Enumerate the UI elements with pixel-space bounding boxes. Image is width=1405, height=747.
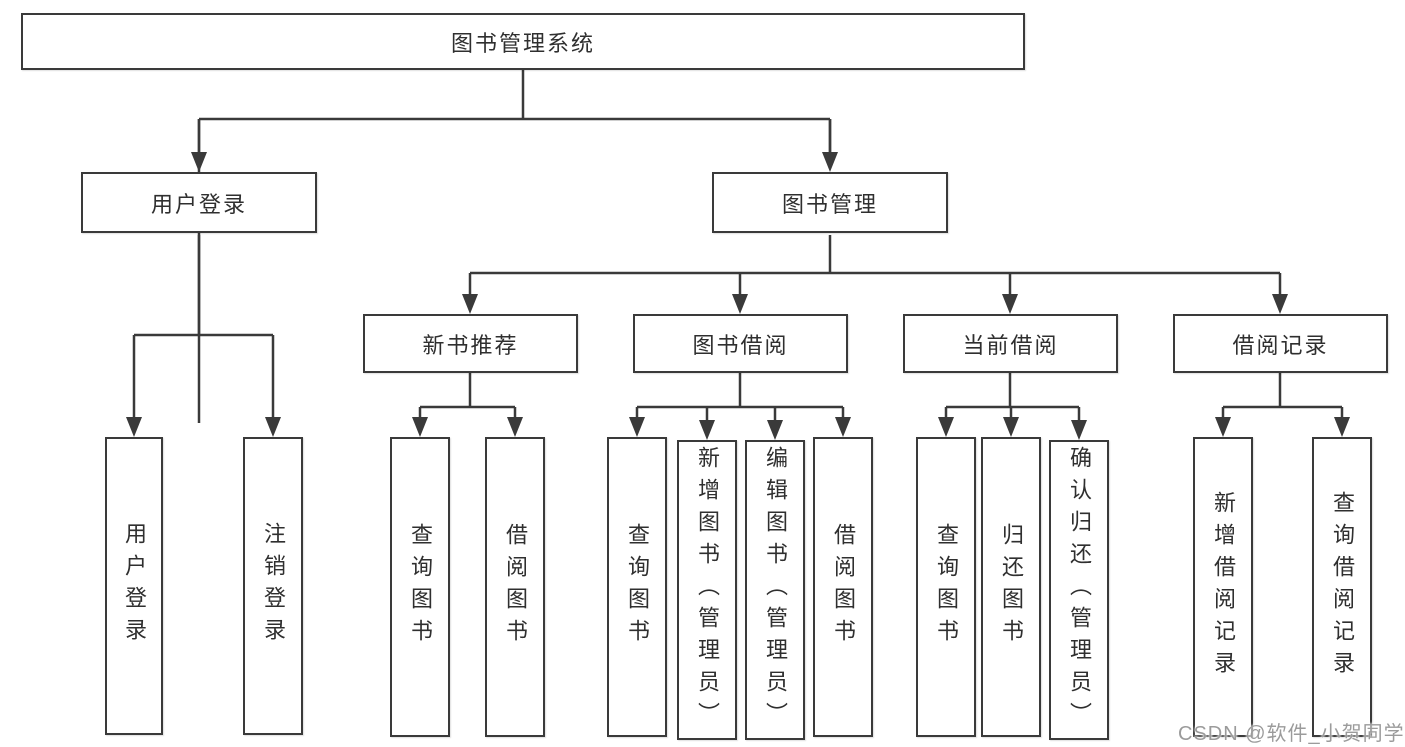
leaf-confirm-return-admin: 确认归还（管理员） (1049, 440, 1109, 740)
leaf-logout: 注销登录 (243, 437, 303, 735)
leaf-add-book-admin: 新增图书（管理员） (677, 440, 737, 740)
leaf-query-borrow-record: 查询借阅记录 (1312, 437, 1372, 737)
node-library-management-system: 图书管理系统 (21, 13, 1025, 70)
node-new-book-recommend: 新书推荐 (363, 314, 578, 373)
leaf-user-login: 用户登录 (105, 437, 163, 735)
leaf-edit-book-admin: 编辑图书（管理员） (745, 440, 805, 740)
node-book-management: 图书管理 (712, 172, 948, 233)
node-borrow-records: 借阅记录 (1173, 314, 1388, 373)
leaf-return-book: 归还图书 (981, 437, 1041, 737)
node-current-borrow: 当前借阅 (903, 314, 1118, 373)
node-user-login: 用户登录 (81, 172, 317, 233)
leaf-query-books-recommend: 查询图书 (390, 437, 450, 737)
leaf-query-books-current: 查询图书 (916, 437, 976, 737)
node-book-borrow: 图书借阅 (633, 314, 848, 373)
leaf-add-borrow-record: 新增借阅记录 (1193, 437, 1253, 737)
leaf-borrow-books: 借阅图书 (813, 437, 873, 737)
leaf-borrow-books-recommend: 借阅图书 (485, 437, 545, 737)
csdn-watermark: CSDN @软件_小贺同学 (1178, 723, 1405, 745)
leaf-query-books-borrow: 查询图书 (607, 437, 667, 737)
